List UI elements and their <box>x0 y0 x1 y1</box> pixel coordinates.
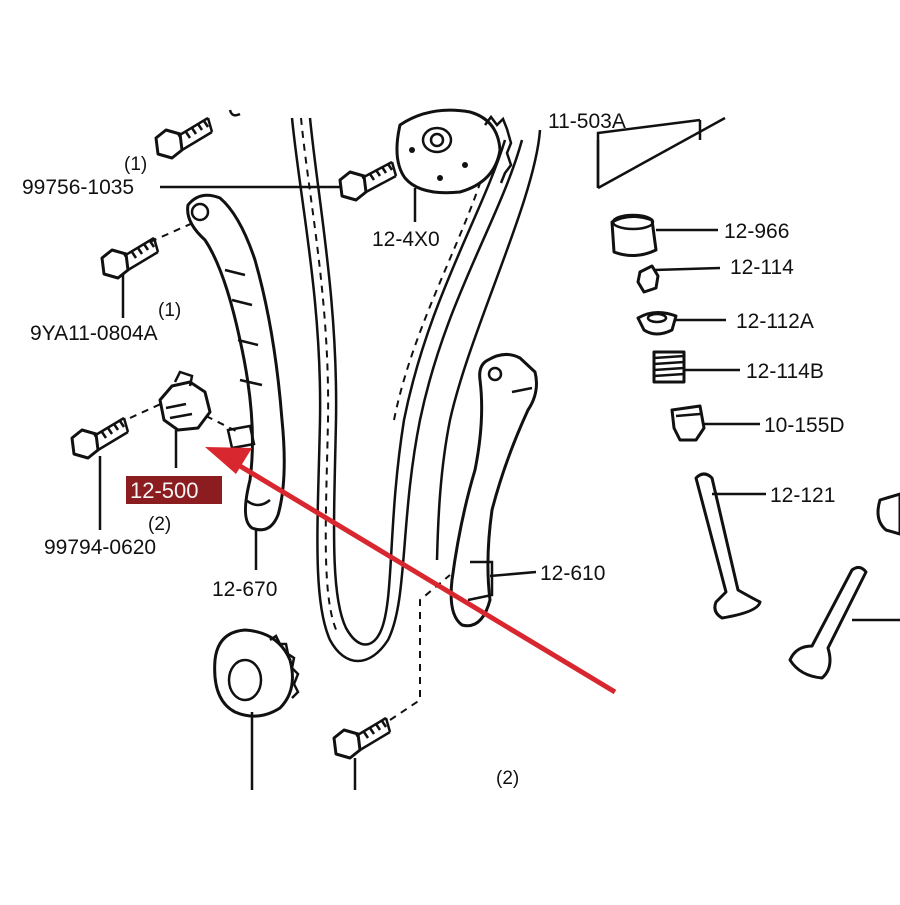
leader-lines <box>98 140 900 790</box>
cam-sprocket <box>395 108 513 195</box>
label-seal: 12-112A <box>736 310 814 333</box>
red-arrow <box>205 447 617 695</box>
label-tensioner: 12-500 <box>130 478 199 503</box>
bolt-9ya11 <box>100 236 160 280</box>
label-guide-right: 12-610 <box>540 562 605 585</box>
shim <box>636 264 660 294</box>
label-valve: 12-121 <box>770 484 835 507</box>
chain-tensioner <box>158 370 212 468</box>
label-bolt-low: 99794-0620 <box>44 536 156 559</box>
qty-bolt-top: (1) <box>124 154 147 175</box>
crank-sprocket <box>213 628 300 718</box>
label-bolt-mid: 9YA11-0804A <box>30 322 158 345</box>
assembly-dash-lines <box>129 221 451 721</box>
tappet <box>610 213 658 257</box>
qty-bottom: (2) <box>496 768 519 789</box>
label-valve-seal: 10-155D <box>764 414 845 437</box>
label-cover: 11-503A <box>548 110 626 133</box>
valve-partial <box>876 492 900 536</box>
label-bolt-top: 99756-1035 <box>22 176 134 199</box>
label-guide-left: 12-670 <box>212 578 277 601</box>
bolt-top-left <box>154 116 214 160</box>
bolt-bottom <box>332 716 392 760</box>
chain-guide-right <box>449 353 538 628</box>
qty-bolt-mid: (1) <box>158 300 181 321</box>
retainer <box>636 311 678 336</box>
valve-spring <box>652 350 686 384</box>
qty-tensioner: (2) <box>148 514 171 535</box>
label-tappet: 12-966 <box>724 220 789 243</box>
chain-guide-left <box>186 193 286 532</box>
label-spring: 12-114B <box>746 360 824 383</box>
valve-stem-seal <box>670 404 706 442</box>
label-shim: 12-114 <box>730 256 794 279</box>
bolt-99756 <box>338 160 398 202</box>
valve-exhaust <box>788 565 868 680</box>
label-cam-sprocket: 12-4X0 <box>372 228 440 251</box>
highlight-box <box>126 476 222 504</box>
valve-intake <box>694 472 762 620</box>
bolt-99794 <box>70 416 130 460</box>
cropped-label-fragment <box>228 109 241 117</box>
